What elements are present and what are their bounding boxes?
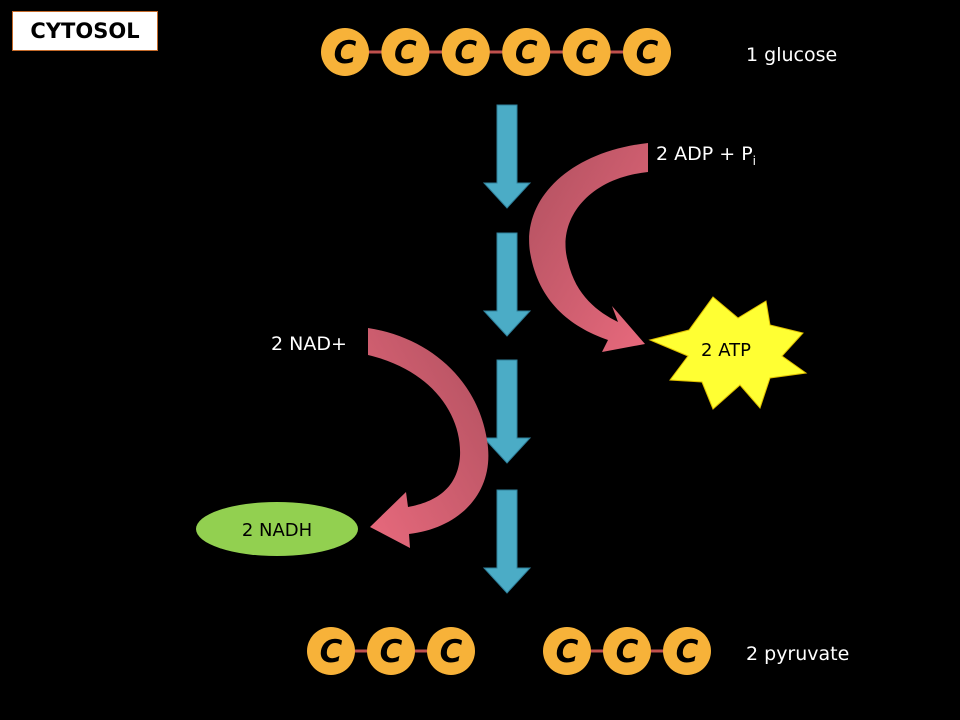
carbon-atom-label: C: [515, 35, 538, 71]
carbon-bead: [321, 28, 369, 76]
step-arrows: [482, 104, 532, 594]
adp-to-atp-arrow: [529, 143, 648, 352]
nadh-ellipse: 2 NADH: [196, 502, 358, 556]
step-arrow-1: [482, 104, 532, 209]
step-arrow-3: [482, 359, 532, 464]
carbon-bead: [367, 627, 415, 675]
carbon-bead: [307, 627, 355, 675]
carbon-atom-label: C: [320, 634, 343, 670]
carbon-atom-label: C: [454, 35, 477, 71]
carbon-bead: [543, 627, 591, 675]
nad-to-nadh-arrow: [368, 328, 489, 548]
nad-label: 2 NAD+: [271, 333, 347, 355]
carbon-atom-label: C: [616, 634, 639, 670]
carbon-bead: [441, 28, 490, 76]
carbon-atom-label: C: [676, 634, 699, 670]
carbon-bead: [663, 627, 711, 675]
carbon-bead: [623, 28, 671, 76]
glucose-label: 1 glucose: [746, 44, 838, 66]
carbon-bead: [427, 627, 475, 675]
carbon-atom-label: C: [394, 35, 417, 71]
carbon-bead: [502, 28, 551, 76]
adp-label: 2 ADP + Pi: [656, 143, 756, 168]
nadh-label: 2 NADH: [242, 520, 312, 541]
step-arrow-2: [482, 232, 532, 337]
carbon-atom-label: C: [556, 634, 579, 670]
carbon-bead: [562, 28, 611, 76]
carbon-atom-label: C: [575, 35, 598, 71]
carbon-bead: [603, 627, 651, 675]
carbon-atom-label: C: [636, 35, 659, 71]
nadh-ellipse-shape: [196, 502, 358, 556]
carbon-atom-label: C: [440, 634, 463, 670]
cytosol-label: CYTOSOL: [12, 11, 158, 51]
carbon-atom-label: C: [334, 35, 357, 71]
atp-burst: 2 ATP: [648, 296, 808, 410]
step-arrow-4: [482, 489, 532, 594]
adp-text: 2 ADP + P: [656, 143, 753, 165]
atp-label: 2 ATP: [701, 340, 751, 361]
pyruvate-label: 2 pyruvate: [746, 643, 850, 665]
adp-subscript: i: [752, 153, 757, 168]
carbon-atom-label: C: [380, 634, 403, 670]
carbon-bead: [381, 28, 430, 76]
atp-burst-shape: [648, 296, 808, 410]
